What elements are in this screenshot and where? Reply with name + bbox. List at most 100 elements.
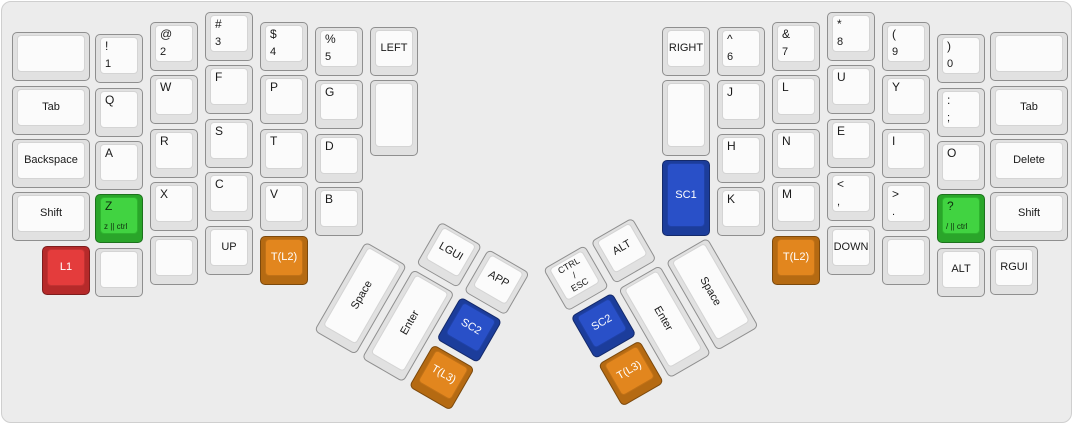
- key-a[interactable]: A: [95, 141, 143, 190]
- key-k[interactable]: K: [717, 187, 765, 236]
- keycap: $4: [265, 25, 303, 62]
- key-d[interactable]: D: [315, 134, 363, 183]
- key-r[interactable]: R: [150, 129, 198, 178]
- keycap: CTRL/ESC: [548, 250, 601, 302]
- key-up-arrow[interactable]: UP: [205, 226, 253, 275]
- key-t-l2-right[interactable]: T(L2): [772, 236, 820, 285]
- key-v[interactable]: V: [260, 182, 308, 231]
- key-right-arrow[interactable]: RIGHT: [662, 27, 710, 76]
- key-blank[interactable]: [150, 236, 198, 285]
- key-1[interactable]: !1: [95, 34, 143, 83]
- keycap: K: [722, 190, 760, 227]
- key-down-arrow[interactable]: DOWN: [827, 226, 875, 275]
- key-9[interactable]: (9: [882, 22, 930, 71]
- key-tab-left[interactable]: Tab: [12, 86, 90, 135]
- key-label: Q: [105, 93, 115, 107]
- key-comma[interactable]: <,: [827, 172, 875, 221]
- key-h[interactable]: H: [717, 134, 765, 183]
- key-3[interactable]: #3: [205, 12, 253, 61]
- key-2[interactable]: @2: [150, 22, 198, 71]
- key-semicolon[interactable]: :;: [937, 88, 985, 137]
- key-label: ^: [727, 32, 733, 46]
- key-blank[interactable]: [12, 32, 90, 81]
- key-label: 6: [727, 51, 734, 64]
- key-label: ?: [947, 199, 954, 213]
- key-rgui[interactable]: RGUI: [990, 246, 1038, 295]
- key-f[interactable]: F: [205, 65, 253, 114]
- key-layer1-l1[interactable]: L1: [42, 246, 90, 295]
- key-q[interactable]: Q: [95, 88, 143, 137]
- key-blank[interactable]: [990, 32, 1068, 81]
- key-label: 1: [105, 58, 112, 71]
- key-c[interactable]: C: [205, 172, 253, 221]
- key-blank-tall[interactable]: [370, 80, 418, 156]
- key-x[interactable]: X: [150, 182, 198, 231]
- keycap: >.: [887, 185, 925, 222]
- key-sc1[interactable]: SC1: [662, 160, 710, 236]
- key-7[interactable]: &7: [772, 22, 820, 71]
- key-o[interactable]: O: [937, 141, 985, 190]
- key-label: K: [727, 192, 736, 206]
- right-thumb-cluster: CTRL/ESC ALT SC2 T(L3) Enter Space: [543, 217, 759, 407]
- keycap: @2: [155, 25, 193, 62]
- key-j[interactable]: J: [717, 80, 765, 129]
- key-n[interactable]: N: [772, 129, 820, 178]
- key-shift-left[interactable]: Shift: [12, 192, 90, 241]
- key-label: Tab: [1020, 101, 1038, 114]
- key-p[interactable]: P: [260, 75, 308, 124]
- key-w[interactable]: W: [150, 75, 198, 124]
- keycap: (9: [887, 25, 925, 62]
- key-label: L1: [59, 261, 73, 274]
- key-backspace[interactable]: Backspace: [12, 139, 90, 188]
- key-y[interactable]: Y: [882, 75, 930, 124]
- key-m[interactable]: M: [772, 182, 820, 231]
- keycap: O: [942, 144, 980, 181]
- key-slash-ctrl[interactable]: ? / || ctrl: [937, 194, 985, 243]
- key-4[interactable]: $4: [260, 22, 308, 71]
- key-label: T(L3): [428, 363, 458, 387]
- key-blank-tall[interactable]: [662, 80, 710, 156]
- keycap: LEFT: [375, 30, 413, 67]
- key-8[interactable]: *8: [827, 12, 875, 61]
- key-t-l2-left[interactable]: T(L2): [260, 236, 308, 285]
- keycap: ^6: [722, 30, 760, 67]
- key-alt-right[interactable]: ALT: [937, 248, 985, 297]
- key-period[interactable]: >.: [882, 182, 930, 231]
- key-u[interactable]: U: [827, 65, 875, 114]
- key-label: R: [160, 134, 169, 148]
- keycap: [887, 239, 925, 276]
- key-t[interactable]: T: [260, 129, 308, 178]
- key-5[interactable]: %5: [315, 27, 363, 76]
- key-label: .: [892, 206, 896, 219]
- keycap: L1: [47, 249, 85, 286]
- key-0[interactable]: )0: [937, 34, 985, 83]
- key-6[interactable]: ^6: [717, 27, 765, 76]
- keycap: [17, 35, 85, 72]
- key-label: / || ctrl: [946, 221, 968, 231]
- keycap: [100, 251, 138, 288]
- key-blank[interactable]: [95, 248, 143, 297]
- key-s[interactable]: S: [205, 119, 253, 168]
- key-label: T(L2): [782, 251, 810, 264]
- key-label: 9: [892, 46, 899, 59]
- key-delete[interactable]: Delete: [990, 139, 1068, 188]
- keycap: )0: [942, 37, 980, 74]
- key-e[interactable]: E: [827, 119, 875, 168]
- key-g[interactable]: G: [315, 80, 363, 129]
- key-b[interactable]: B: [315, 187, 363, 236]
- key-label: S: [215, 124, 224, 138]
- key-left-arrow[interactable]: LEFT: [370, 27, 418, 76]
- key-tab-right[interactable]: Tab: [990, 86, 1068, 135]
- key-l[interactable]: L: [772, 75, 820, 124]
- keycap: A: [100, 144, 138, 181]
- key-label: A: [105, 146, 114, 160]
- key-shift-right[interactable]: Shift: [990, 192, 1068, 241]
- keycap: SC1: [667, 163, 705, 227]
- key-label: Shift: [39, 207, 62, 220]
- key-label: Space: [348, 279, 375, 313]
- key-label: 3: [215, 36, 222, 49]
- key-i[interactable]: I: [882, 129, 930, 178]
- key-label: D: [325, 139, 334, 153]
- key-blank[interactable]: [882, 236, 930, 285]
